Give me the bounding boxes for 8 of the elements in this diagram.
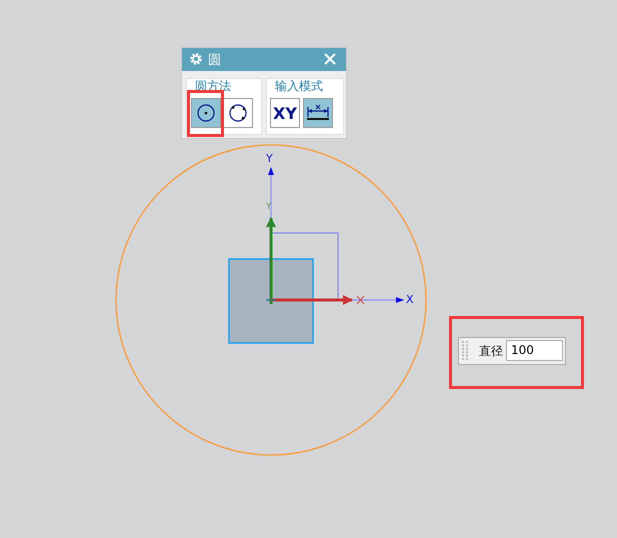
dialog-title: 圆: [208, 52, 221, 69]
axis-label: Y: [266, 153, 273, 164]
group-title: 输入模式: [275, 79, 323, 93]
axis-label: Y: [266, 203, 272, 212]
xy-mode-button: XY: [270, 98, 300, 128]
input-field: 100: [506, 340, 563, 361]
axis-label: X: [406, 294, 414, 305]
field-label: 直径: [479, 343, 503, 360]
